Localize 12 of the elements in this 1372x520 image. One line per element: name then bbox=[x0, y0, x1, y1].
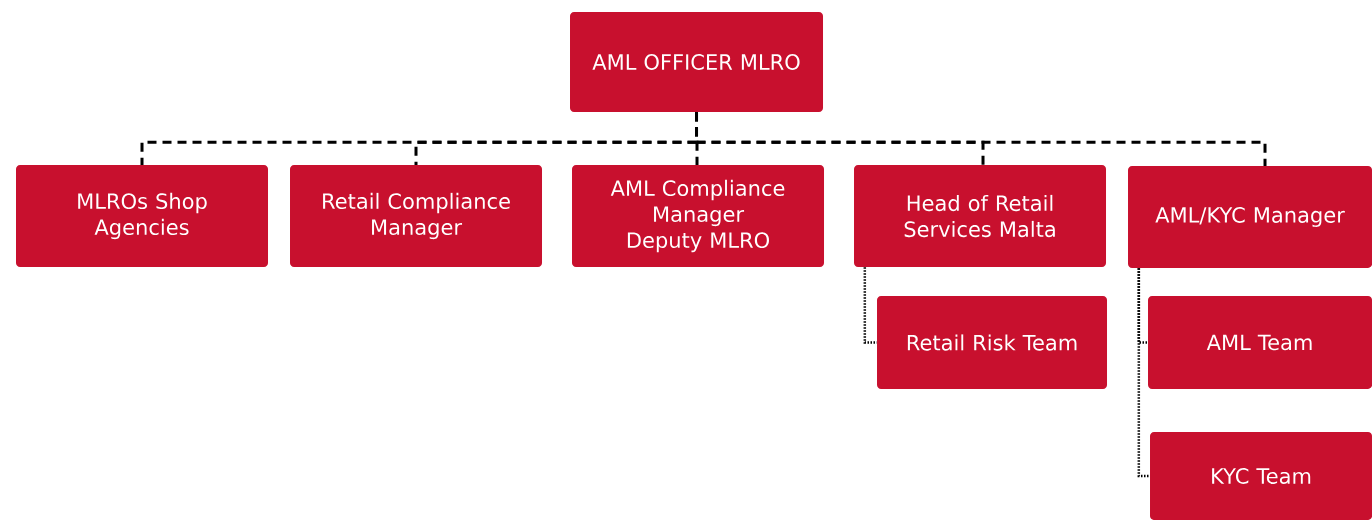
org-box: Head of Retail Services Malta bbox=[854, 165, 1106, 267]
org-box: AML Team bbox=[1148, 296, 1372, 389]
org-box: AML OFFICER MLRO bbox=[570, 12, 823, 112]
org-box: Retail Compliance Manager bbox=[290, 165, 542, 267]
org-box: KYC Team bbox=[1150, 432, 1372, 520]
org-box: Retail Risk Team bbox=[877, 296, 1107, 389]
connector-line bbox=[695, 112, 1267, 166]
org-box: AML Compliance Manager Deputy MLRO bbox=[572, 165, 824, 267]
connector-line bbox=[1137, 268, 1150, 478]
connector-line bbox=[863, 267, 877, 344]
org-box: AML/KYC Manager bbox=[1128, 166, 1372, 268]
org-box: MLROs Shop Agencies bbox=[16, 165, 268, 267]
